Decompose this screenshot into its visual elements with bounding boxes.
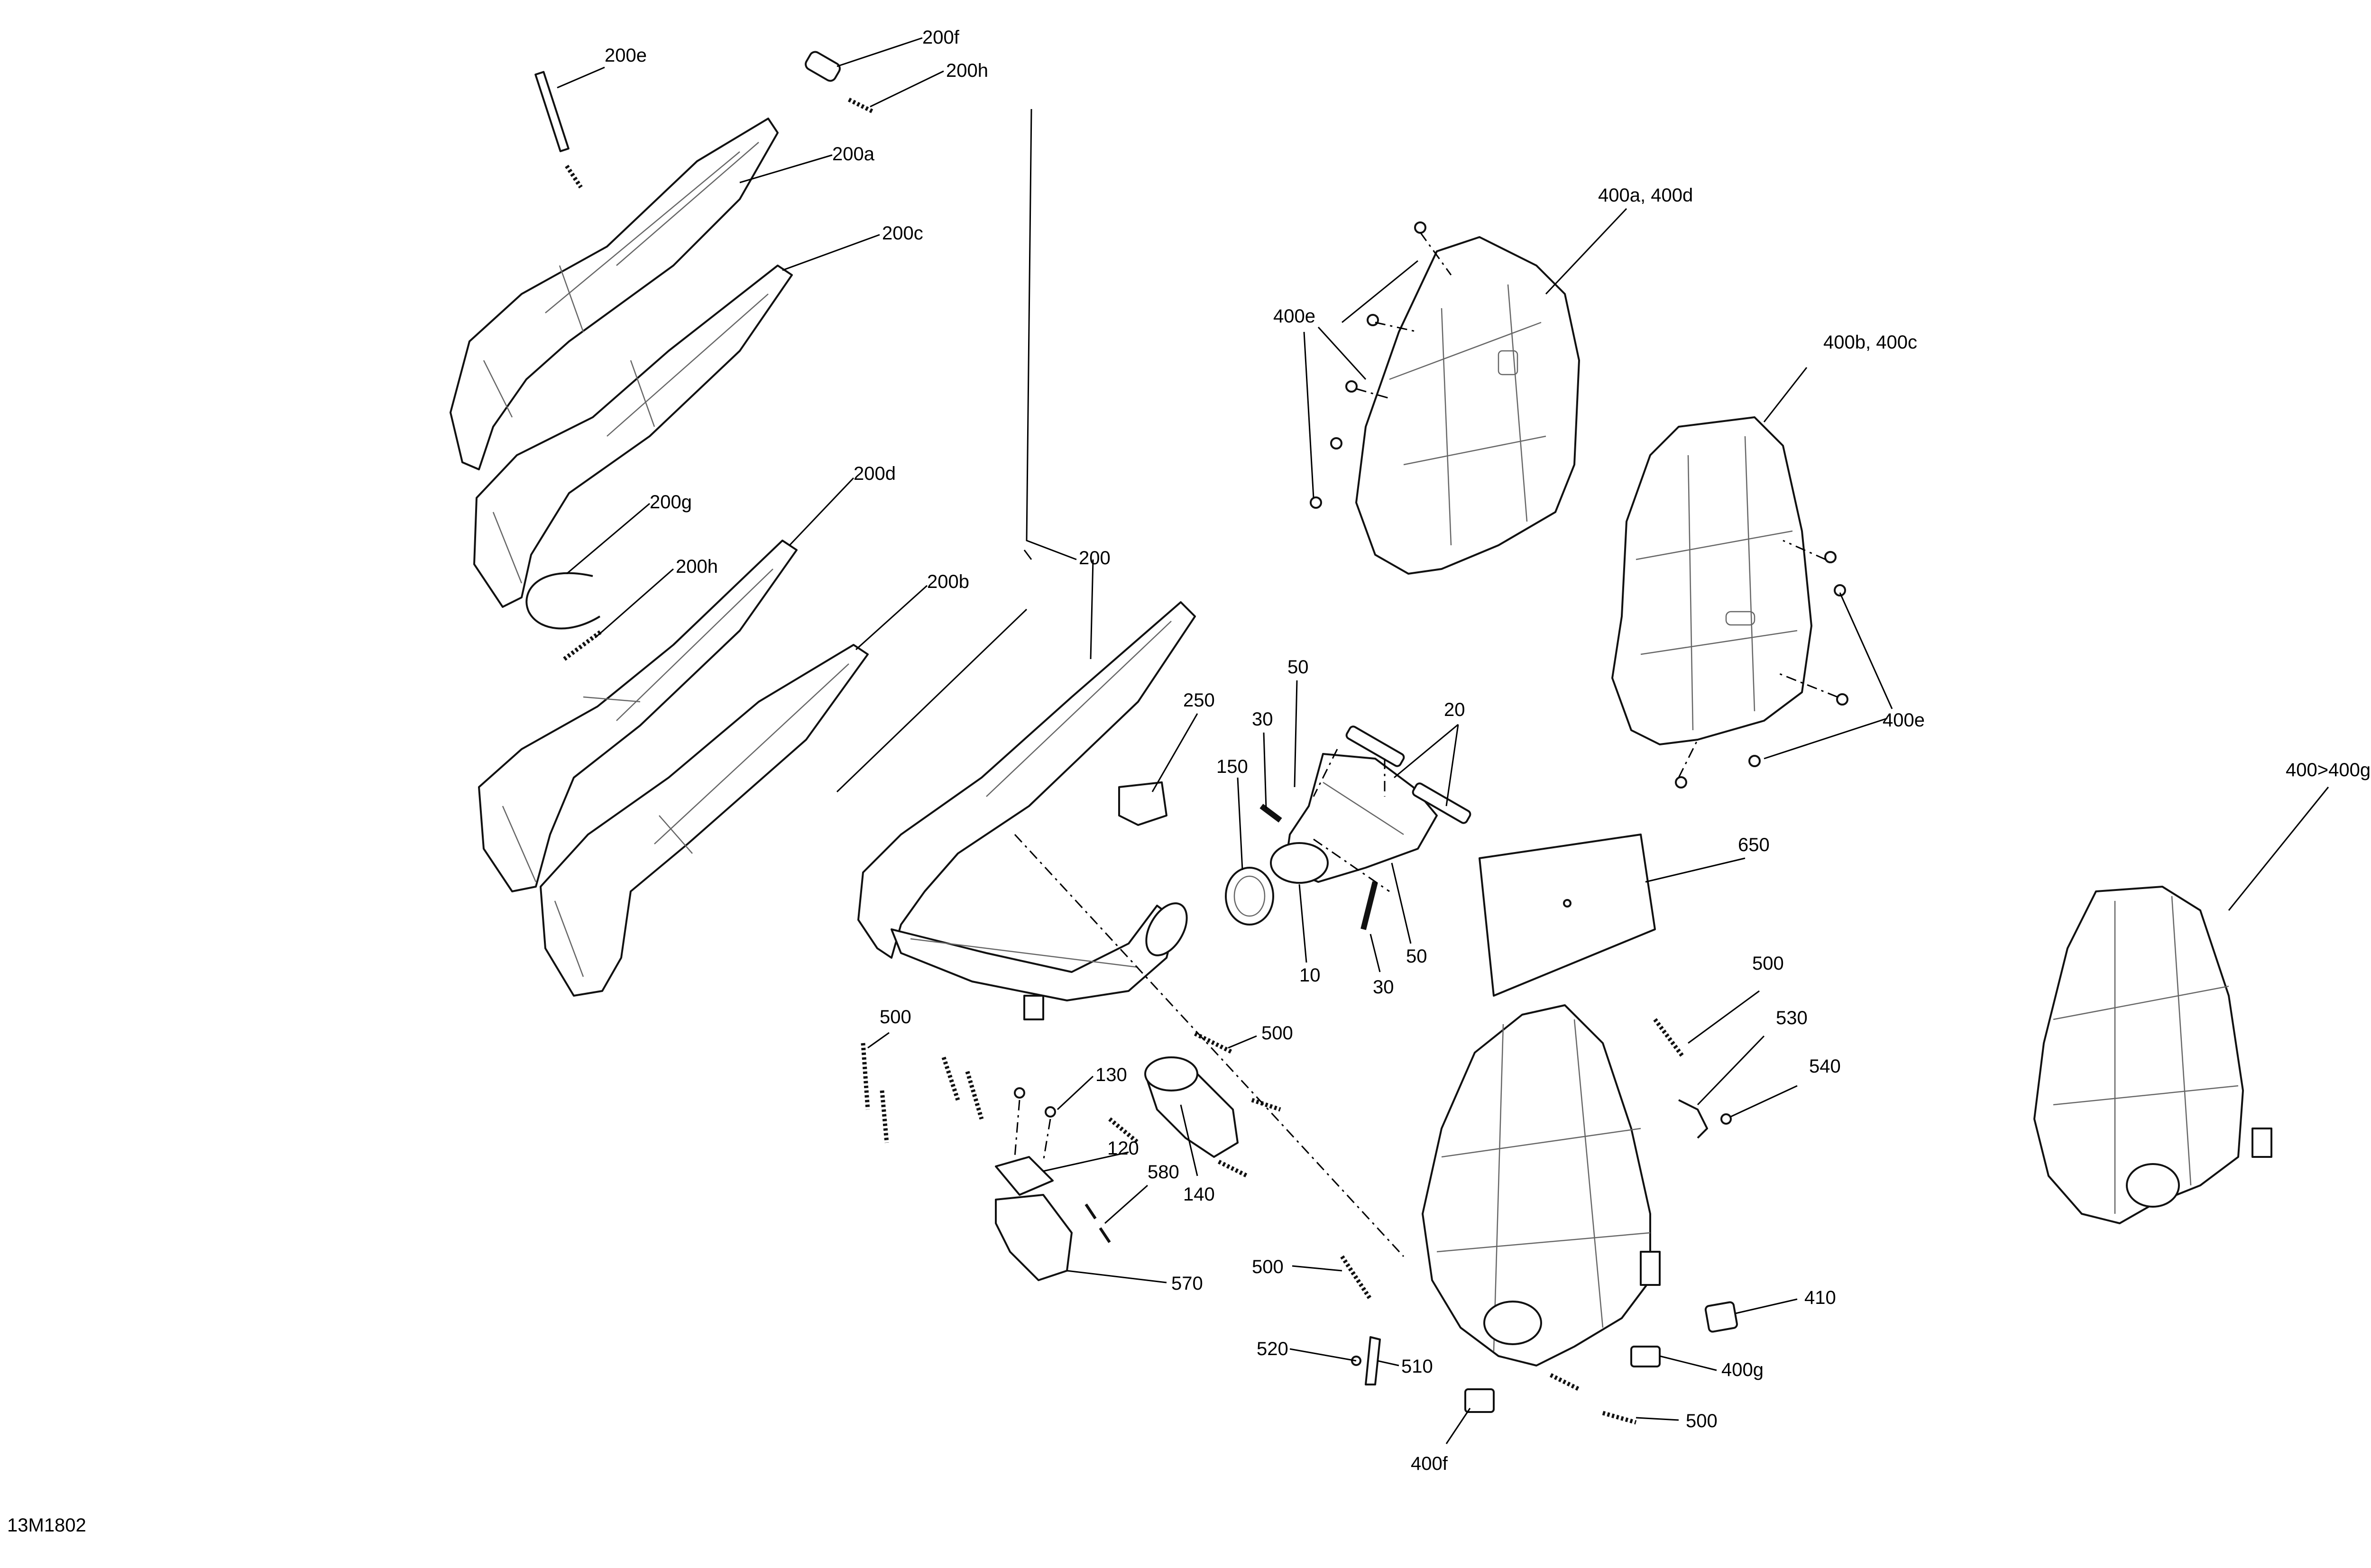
manifold-10 bbox=[1270, 753, 1438, 884]
elbow-140 bbox=[1144, 1056, 1239, 1158]
damper-400f bbox=[1464, 1388, 1495, 1413]
callout-120: 120 bbox=[1107, 1138, 1139, 1159]
assembly-lines bbox=[1014, 232, 1838, 1257]
rod-200e bbox=[534, 71, 570, 152]
callout-20: 20 bbox=[1444, 699, 1465, 720]
heat-shield-200d bbox=[478, 540, 798, 892]
plate-120 bbox=[995, 1156, 1054, 1196]
bolt-130 bbox=[1014, 1087, 1056, 1118]
callout-500-left: 500 bbox=[880, 1007, 911, 1027]
callout-500-right-top: 500 bbox=[1752, 953, 1784, 974]
callout-250: 250 bbox=[1183, 690, 1215, 711]
muffler-body bbox=[1422, 1004, 1661, 1366]
callout-540: 540 bbox=[1809, 1056, 1841, 1077]
muffler-shell-400b bbox=[1611, 416, 1812, 745]
callout-50-bottom: 50 bbox=[1406, 946, 1427, 967]
callout-200h-top: 200h bbox=[946, 60, 988, 81]
callout-200f: 200f bbox=[922, 27, 960, 48]
callout-400f: 400f bbox=[1411, 1453, 1448, 1474]
drawing-number: 13M1802 bbox=[7, 1515, 86, 1536]
callout-200e: 200e bbox=[605, 45, 647, 66]
callout-10: 10 bbox=[1299, 965, 1321, 986]
callout-400e-left: 400e bbox=[1273, 306, 1315, 327]
callout-500-bottom-right: 500 bbox=[1686, 1411, 1718, 1431]
spring-200h-top bbox=[565, 165, 583, 189]
stud-580 bbox=[1084, 1203, 1111, 1243]
bracket-250 bbox=[1118, 781, 1167, 826]
leader-lines bbox=[557, 37, 2329, 1444]
fasteners-400e bbox=[1310, 221, 1848, 789]
callout-400e-right: 400e bbox=[1883, 710, 1925, 731]
bracket-530 bbox=[1678, 1099, 1708, 1139]
callout-400a-400d: 400a, 400d bbox=[1598, 185, 1693, 206]
callout-570: 570 bbox=[1171, 1273, 1203, 1294]
clip-200f bbox=[805, 51, 841, 82]
callout-150: 150 bbox=[1216, 756, 1248, 777]
callout-580: 580 bbox=[1148, 1162, 1179, 1183]
bracket-570 bbox=[995, 1194, 1073, 1281]
exhaust-pipe-200 bbox=[857, 601, 1196, 1020]
callout-500-bottom-left: 500 bbox=[1252, 1256, 1284, 1277]
callout-400-400g: 400>400g bbox=[2286, 760, 2371, 780]
gasket-20-upper bbox=[1345, 725, 1405, 767]
muffler-assembly-400 bbox=[2033, 886, 2272, 1224]
callout-400g: 400g bbox=[1721, 1359, 1764, 1380]
callout-400b-400c: 400b, 400c bbox=[1823, 332, 1917, 353]
stud-30-upper bbox=[1259, 804, 1282, 823]
sensor-410 bbox=[1704, 1301, 1738, 1333]
stud-30-lower bbox=[1360, 881, 1378, 930]
callout-labels: 200e 200f 200h 200a 200c 200g 200d 200h … bbox=[605, 27, 2371, 1474]
springs-500-right bbox=[1340, 1018, 1685, 1425]
heat-shield-200c bbox=[473, 265, 793, 608]
callout-200a: 200a bbox=[832, 144, 875, 165]
spring-200h-mid bbox=[563, 629, 604, 661]
muffler-shell-400a bbox=[1355, 236, 1580, 575]
seal-ring-150 bbox=[1225, 867, 1274, 926]
callout-30-bottom: 30 bbox=[1373, 977, 1394, 998]
callout-50-top: 50 bbox=[1287, 657, 1309, 678]
heat-shield-200a bbox=[450, 118, 779, 470]
callout-520: 520 bbox=[1257, 1339, 1288, 1359]
snap-ring-200g bbox=[525, 572, 601, 630]
callout-200c: 200c bbox=[882, 223, 923, 244]
callout-410: 410 bbox=[1804, 1287, 1836, 1308]
callout-650: 650 bbox=[1738, 834, 1770, 855]
callout-140: 140 bbox=[1183, 1184, 1215, 1205]
callout-200b: 200b bbox=[927, 571, 969, 592]
callout-500-center: 500 bbox=[1261, 1023, 1293, 1044]
spring-200h-upper bbox=[847, 97, 874, 114]
callout-30-top: 30 bbox=[1252, 709, 1273, 730]
callout-200d: 200d bbox=[854, 463, 896, 484]
damper-400g bbox=[1630, 1346, 1661, 1367]
springs-500-center bbox=[861, 1031, 1281, 1178]
callout-530: 530 bbox=[1776, 1008, 1808, 1028]
heat-shield-200b bbox=[540, 644, 869, 997]
heat-shield-650 bbox=[1479, 834, 1656, 997]
callout-200g: 200g bbox=[650, 492, 692, 513]
strap-510 bbox=[1365, 1336, 1381, 1385]
callout-200h-mid: 200h bbox=[676, 556, 718, 577]
callout-130: 130 bbox=[1095, 1064, 1127, 1085]
callout-200: 200 bbox=[1079, 548, 1111, 569]
callout-510: 510 bbox=[1401, 1356, 1433, 1377]
gasket-20-lower bbox=[1412, 782, 1471, 824]
nut-540 bbox=[1720, 1113, 1732, 1125]
